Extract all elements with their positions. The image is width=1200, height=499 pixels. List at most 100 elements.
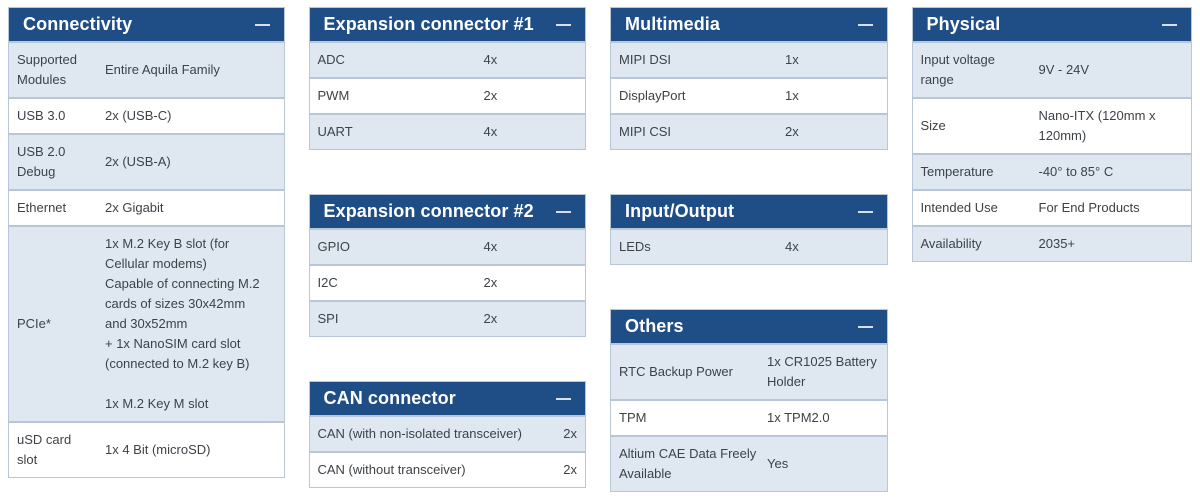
table-row: MIPI CSI 2x [611, 113, 887, 149]
spec-value: 9V - 24V [1038, 62, 1090, 77]
card-title: Input/Output [625, 201, 735, 221]
table-row: uSD card slot 1x 4 Bit (microSD) [9, 421, 284, 477]
table-row: Input voltage range 9V - 24V [912, 41, 1191, 97]
spec-label: Size [920, 118, 946, 133]
card-can-connector-header[interactable]: CAN connector [309, 382, 585, 415]
table-row: Intended Use For End Products [912, 189, 1191, 225]
minus-icon[interactable] [254, 23, 270, 26]
column-1: Connectivity Supported Modules Entire Aq… [8, 7, 285, 478]
card-physical-header[interactable]: Physical [912, 8, 1191, 41]
card-expansion-connector-1-header[interactable]: Expansion connector #1 [309, 8, 585, 41]
table-row: LEDs 4x [611, 228, 887, 264]
spec-label: DisplayPort [619, 88, 686, 103]
card-multimedia: Multimedia MIPI DSI 1x DisplayPort 1x MI… [610, 7, 888, 150]
spec-value: 1x 4 Bit (microSD) [105, 442, 211, 457]
minus-icon[interactable] [1162, 23, 1177, 26]
spec-label: Supported Modules [17, 52, 77, 87]
spec-label: MIPI DSI [619, 52, 672, 67]
card-can-connector: CAN connector CAN (with non-isolated tra… [308, 381, 586, 488]
spec-value: Yes [767, 456, 789, 471]
spec-value: 1x [785, 52, 799, 67]
card-others-header[interactable]: Others [611, 310, 887, 343]
spec-value: 2x (USB-C) [105, 108, 172, 123]
spec-value: For End Products [1038, 200, 1140, 215]
card-multimedia-header[interactable]: Multimedia [611, 8, 887, 41]
spec-value: 2x [785, 124, 799, 139]
minus-icon[interactable] [556, 210, 571, 213]
table-row: DisplayPort 1x [611, 77, 887, 113]
spec-value: -40° to 85° C [1038, 164, 1114, 179]
spec-value: 1x [785, 88, 799, 103]
minus-icon[interactable] [857, 325, 873, 328]
card-input-output-header[interactable]: Input/Output [611, 195, 887, 228]
minus-icon[interactable] [556, 397, 571, 400]
spec-label: SPI [317, 311, 339, 326]
card-body: GPIO 4x I2C 2x SPI 2x [309, 228, 585, 336]
spec-value: 2x [483, 275, 498, 290]
spec-label: MIPI CSI [619, 124, 672, 139]
card-title: Physical [926, 14, 1001, 34]
spec-label: LEDs [619, 239, 651, 254]
spec-value: 4x [483, 124, 498, 139]
spec-label: Intended Use [920, 200, 998, 215]
spec-value: Entire Aquila Family [105, 62, 220, 77]
spec-value: 4x [483, 239, 498, 254]
table-row: TPM 1x TPM2.0 [611, 399, 887, 435]
spec-label: UART [317, 124, 353, 139]
table-row: GPIO 4x [309, 228, 585, 264]
spec-value: 1x CR1025 Battery Holder [767, 354, 877, 389]
table-row: RTC Backup Power 1x CR1025 Battery Holde… [611, 343, 887, 399]
spec-label: TPM [619, 410, 647, 425]
card-expansion-connector-2-header[interactable]: Expansion connector #2 [309, 195, 585, 228]
table-row: PCIe* 1x M.2 Key B slot (for Cellular mo… [9, 225, 284, 421]
spec-label: USB 2.0 Debug [17, 144, 66, 179]
table-row: USB 3.0 2x (USB-C) [9, 97, 284, 133]
spec-value: 4x [785, 239, 799, 254]
card-connectivity-header[interactable]: Connectivity [9, 8, 284, 41]
spec-label: CAN (without transceiver) [317, 462, 466, 477]
card-body: RTC Backup Power 1x CR1025 Battery Holde… [611, 343, 887, 491]
card-body: Input voltage range 9V - 24V Size Nano-I… [912, 41, 1191, 261]
card-connectivity: Connectivity Supported Modules Entire Aq… [8, 7, 285, 478]
minus-icon[interactable] [857, 23, 873, 26]
card-title: Connectivity [23, 14, 133, 34]
card-title: CAN connector [323, 388, 456, 408]
card-body: Supported Modules Entire Aquila Family U… [9, 41, 284, 477]
spec-label: PWM [317, 88, 350, 103]
table-row: MIPI DSI 1x [611, 41, 887, 77]
spec-value: 1x M.2 Key B slot (for Cellular modems) … [105, 236, 260, 411]
table-row: I2C 2x [309, 264, 585, 300]
table-row: CAN (without transceiver) 2x [309, 451, 585, 487]
table-row: Availability 2035+ [912, 225, 1191, 261]
spec-label: GPIO [317, 239, 351, 254]
spec-value: 2035+ [1038, 236, 1076, 251]
minus-icon[interactable] [857, 210, 873, 213]
minus-icon[interactable] [556, 23, 571, 26]
card-title: Multimedia [625, 14, 721, 34]
card-body: LEDs 4x [611, 228, 887, 264]
spec-label: Input voltage range [920, 52, 995, 87]
table-row: Ethernet 2x Gigabit [9, 189, 284, 225]
spec-label: USB 3.0 [17, 108, 66, 123]
spec-label: Availability [920, 236, 982, 251]
table-row: Supported Modules Entire Aquila Family [9, 41, 284, 97]
column-4: Physical Input voltage range 9V - 24V Si… [911, 7, 1192, 262]
table-row: PWM 2x [309, 77, 585, 113]
table-row: Size Nano-ITX (120mm x 120mm) [912, 97, 1191, 153]
spec-label: Temperature [920, 164, 994, 179]
table-row: UART 4x [309, 113, 585, 149]
spec-value: 2x (USB-A) [105, 154, 171, 169]
spec-value: 2x [563, 462, 577, 477]
spec-label: ADC [317, 52, 345, 67]
table-row: Temperature -40° to 85° C [912, 153, 1191, 189]
spec-label: I2C [317, 275, 338, 290]
spec-label: CAN (with non-isolated transceiver) [317, 426, 522, 441]
card-body: MIPI DSI 1x DisplayPort 1x MIPI CSI 2x [611, 41, 887, 149]
column-3: Multimedia MIPI DSI 1x DisplayPort 1x MI… [610, 7, 888, 492]
spec-value: 2x [483, 311, 498, 326]
table-row: CAN (with non-isolated transceiver) 2x [309, 415, 585, 451]
table-row: Altium CAE Data Freely Available Yes [611, 435, 887, 491]
spec-value: 2x [563, 426, 577, 441]
card-others: Others RTC Backup Power 1x CR1025 Batter… [610, 309, 888, 492]
spec-value: 2x Gigabit [105, 200, 164, 215]
